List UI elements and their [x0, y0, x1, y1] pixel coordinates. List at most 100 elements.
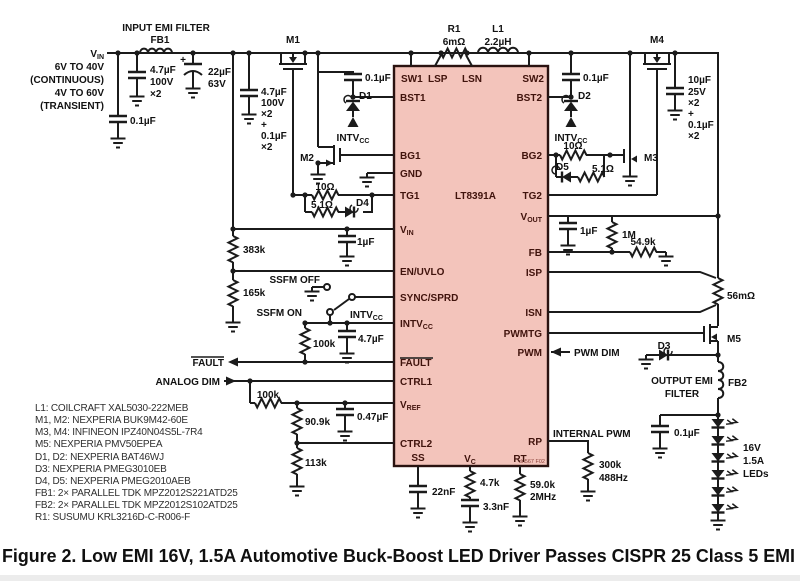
ssfm-common-contact[interactable]: [348, 293, 356, 301]
bom-line: L1: COILCRAFT XAL5030-222MEB: [35, 403, 189, 414]
gnd-vc: [461, 517, 479, 533]
bom-line: M1, M2: NEXPERIA BUK9M42-60E: [35, 415, 188, 426]
cap-bst2: [560, 72, 582, 82]
gnd-rt: [511, 511, 529, 527]
res-300k-label: 300k: [599, 460, 622, 471]
res-113k-label: 113k: [305, 458, 327, 469]
pin-ss: SS: [411, 453, 425, 464]
bank2-l1: 4.7µF: [261, 87, 287, 98]
pin-lsn: LSN: [462, 74, 482, 85]
pin-rp: RP: [528, 437, 542, 448]
vin-range-3: 4V TO 60V: [55, 88, 105, 99]
led-current-label: 1.5A: [743, 456, 764, 467]
res-1M-label: 1M: [622, 230, 636, 241]
buck-switches-section: M1 0.1µF D1 INTVCC M2 10Ω 5.1Ω D4: [278, 35, 394, 219]
pin-isn: ISN: [525, 308, 542, 319]
bottom-pins-section: 22nF 4.7k 3.3nF 59.0k 2MHz: [407, 466, 556, 533]
res-300k: [582, 452, 594, 481]
res-383k-label: 383k: [243, 245, 266, 256]
pin-gnd: GND: [400, 169, 422, 180]
led-6: [710, 501, 739, 514]
gnd-ic: [358, 172, 376, 188]
bom-line: FB2: 2× PARALLEL TDK MPZ2012S102ATD25: [35, 500, 238, 511]
pin-sw2: SW2: [522, 74, 544, 85]
cap-1uF-vin-label: 1µF: [357, 237, 374, 248]
ssfm-on-contact[interactable]: [326, 308, 334, 316]
gnd-bank2: [240, 109, 258, 125]
r1-val: 6mΩ: [443, 37, 465, 48]
bom-line: M5: NEXPERIA PMV50EPEA: [35, 439, 163, 450]
pin-vref: VREF: [400, 400, 421, 412]
cap-bank2: [238, 88, 260, 98]
pin-intvcc: INTVCC: [400, 319, 433, 331]
output-emi-label-1: OUTPUT EMI: [651, 376, 713, 387]
boost-switches-section: 0.1µF D2 INTVCC M4 M3 10Ω D5 5.1Ω 10µF 2…: [548, 35, 714, 196]
cap-0u47: [334, 407, 356, 417]
res-5r1-left-label: 5.1Ω: [311, 200, 333, 211]
vin-range-2: (CONTINUOUS): [30, 75, 104, 86]
vin-range-4: (TRANSIENT): [40, 101, 104, 112]
gnd-led: [709, 515, 727, 531]
fb1-label: FB1: [151, 35, 170, 46]
cap-22nF-label: 22nF: [432, 487, 455, 498]
fb2-label: FB2: [728, 378, 747, 389]
m5-label: M5: [727, 334, 741, 345]
bom-line: D4, D5: NEXPERIA PMEG2010AEB: [35, 476, 191, 487]
gnd-d3: [637, 354, 655, 370]
res-300k-freq: 488Hz: [599, 473, 628, 484]
res-165k: [227, 279, 239, 308]
res-100k-pullup: [299, 327, 311, 356]
res-113k: [291, 447, 303, 476]
bom-line: R1: SUSUMU KRL3216D-C-R006-F: [35, 512, 190, 523]
cap-bst1-label: 0.1µF: [365, 73, 391, 84]
intvcc-arrow-left: [347, 117, 359, 127]
res-59k-freq: 2MHz: [530, 492, 556, 503]
res-10ohm-left-label: 10Ω: [315, 182, 334, 193]
cap-3n3: [459, 498, 481, 508]
pin-fault: FAULT: [400, 358, 431, 369]
res-100k-ctrl-label: 100k: [257, 390, 280, 401]
cap-0u1-input: [107, 114, 129, 124]
res-4_7k: [464, 470, 476, 499]
gnd-22uF: [184, 83, 202, 99]
cropped-next-line-strip: [0, 575, 800, 581]
output-emi-label-2: FILTER: [665, 389, 700, 400]
pin-sync-sprd: SYNC/SPRD: [400, 293, 458, 304]
vin-label: VIN: [90, 49, 104, 61]
top-rail-wires: [107, 52, 719, 326]
d5-label: D5: [556, 162, 569, 173]
gnd-300k: [579, 486, 597, 502]
res-10ohm-right-label: 10Ω: [563, 141, 582, 152]
m4-mosfet: [642, 52, 672, 77]
m3-label: M3: [644, 153, 658, 164]
cap-22u-v: 63V: [208, 79, 226, 90]
led-voltage-label: 16V: [743, 443, 761, 454]
gnd-ss: [409, 503, 427, 519]
output-section: 1µF 1M 54.9k 56mΩ M5 PWM DIM D3 0.1µF OU…: [548, 215, 769, 531]
analog-dim-label: ANALOG DIM: [156, 377, 220, 388]
pin-sw1: SW1: [401, 74, 423, 85]
d1-label: D1: [359, 91, 372, 102]
gnd-165k: [224, 317, 242, 333]
pwm-dim-label: PWM DIM: [574, 348, 620, 359]
ssfm-off-label: SSFM OFF: [269, 275, 320, 286]
vin-range-1: 6V TO 40V: [55, 62, 105, 73]
m1-mosfet: [278, 52, 308, 77]
gnd-1uF-vin: [338, 251, 356, 267]
r1-sense-resistor: [440, 47, 469, 59]
bank2-l4: +: [261, 120, 267, 131]
d3-label: D3: [658, 341, 671, 352]
ssfm-on-label: SSFM ON: [256, 308, 302, 319]
pin-lsp: LSP: [428, 74, 448, 85]
gnd-ssfm-off: [303, 286, 321, 302]
res-56mohm-label: 56mΩ: [727, 291, 755, 302]
cap-3n3-label: 3.3nF: [483, 502, 509, 513]
bank3-l4: +: [688, 109, 694, 120]
pin-pwm: PWM: [518, 348, 542, 359]
gnd-10uF: [666, 105, 684, 121]
bank3-l6: ×2: [688, 131, 700, 142]
pin-en-uvlo: EN/UVLO: [400, 267, 445, 278]
pin-ctrl1: CTRL1: [400, 377, 433, 388]
ssfm-off-contact[interactable]: [323, 283, 331, 291]
intvcc-arrow-right: [565, 117, 577, 127]
